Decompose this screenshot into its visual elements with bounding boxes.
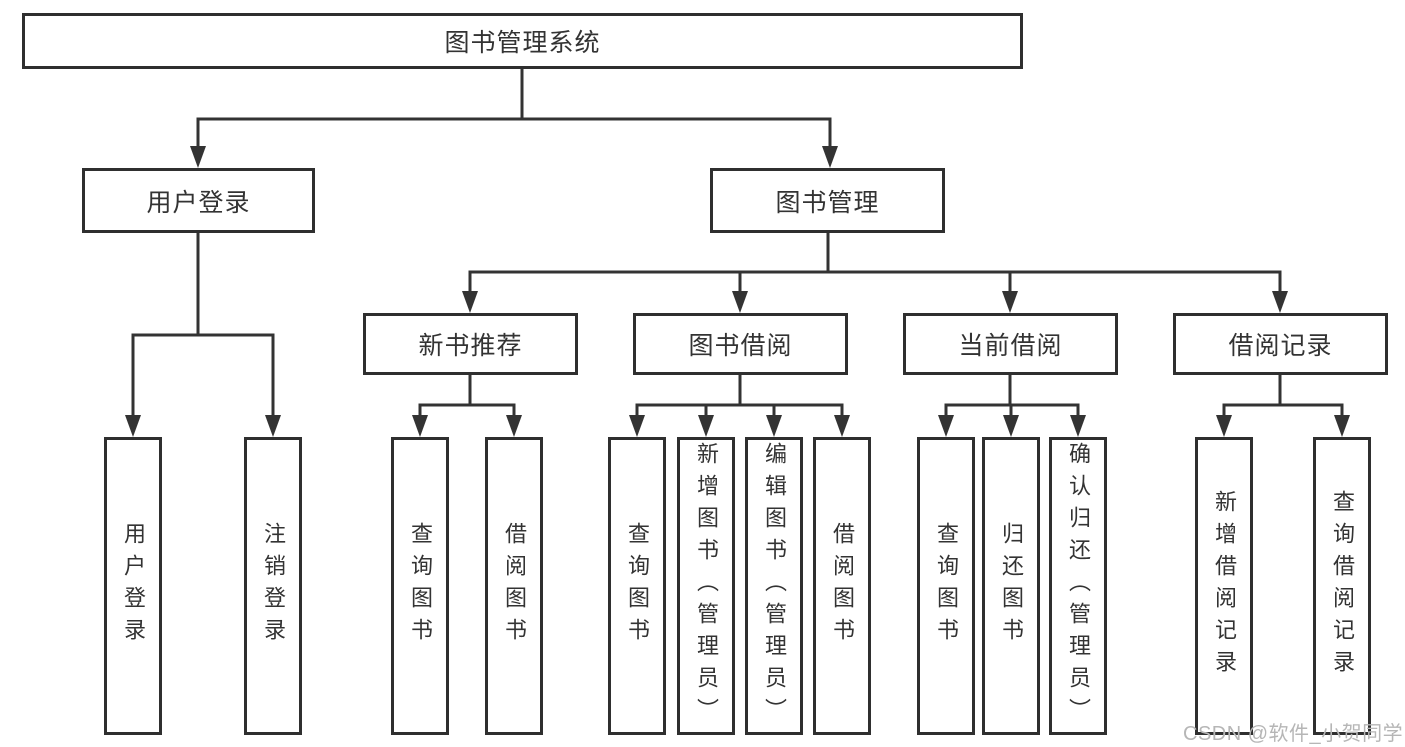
leaf-add-book-admin-label: 新增图书（管理员） [694,442,719,730]
node-user-login: 用户登录 [82,168,315,233]
leaf-edit-book-admin-label: 编辑图书（管理员） [762,442,787,730]
connector-mgmt-to-level3 [462,231,1288,313]
node-current-borrowing: 当前借阅 [903,313,1118,375]
leaf-query-borrow-record-label: 查询借阅记录 [1330,490,1355,682]
leaf-query-books-current: 查询图书 [917,437,975,735]
node-book-borrowing: 图书借阅 [633,313,848,375]
leaf-return-book: 归还图书 [982,437,1040,735]
leaf-query-books-newrec: 查询图书 [391,437,449,735]
leaf-borrow-books-borrow-label: 借阅图书 [830,522,855,650]
node-book-borrowing-label: 图书借阅 [688,332,793,360]
leaf-logout: 注销登录 [244,437,302,735]
leaf-edit-book-admin: 编辑图书（管理员） [745,437,803,735]
connector-login-to-leaves [125,231,281,437]
node-root: 图书管理系统 [22,13,1023,69]
leaf-add-book-admin: 新增图书（管理员） [677,437,735,735]
node-root-label: 图书管理系统 [444,29,601,57]
leaf-user-login-label: 用户登录 [121,522,146,650]
leaf-query-books-borrow-label: 查询图书 [625,522,650,650]
node-user-login-label: 用户登录 [146,188,251,217]
node-borrowing-records: 借阅记录 [1173,313,1388,375]
leaf-confirm-return-admin-label: 确认归还（管理员） [1066,442,1091,730]
leaf-add-borrow-record: 新增借阅记录 [1195,437,1253,735]
node-book-management: 图书管理 [710,168,945,233]
leaf-return-book-label: 归还图书 [999,522,1024,650]
leaf-borrow-books-newrec: 借阅图书 [485,437,543,735]
node-new-book-recommend: 新书推荐 [363,313,578,375]
leaf-confirm-return-admin: 确认归还（管理员） [1049,437,1107,735]
connector-records-to-leaves [1216,373,1350,437]
leaf-borrow-books-newrec-label: 借阅图书 [502,522,527,650]
connector-borrow-to-leaves [629,373,850,437]
node-new-book-recommend-label: 新书推荐 [418,332,523,360]
csdn-watermark: CSDN @软件_小贺同学 [1183,723,1404,745]
node-borrowing-records-label: 借阅记录 [1228,332,1333,360]
connector-newrec-to-leaves [412,373,522,437]
leaf-user-login: 用户登录 [104,437,162,735]
connector-root-to-level2 [190,67,838,168]
node-book-management-label: 图书管理 [775,188,880,217]
leaf-borrow-books-borrow: 借阅图书 [813,437,871,735]
leaf-add-borrow-record-label: 新增借阅记录 [1212,490,1237,682]
leaf-query-books-borrow: 查询图书 [608,437,666,735]
leaf-query-books-newrec-label: 查询图书 [408,522,433,650]
leaf-query-borrow-record: 查询借阅记录 [1313,437,1371,735]
node-current-borrowing-label: 当前借阅 [958,332,1063,360]
leaf-logout-label: 注销登录 [261,522,286,650]
leaf-query-books-current-label: 查询图书 [934,522,959,650]
connector-current-to-leaves [938,373,1086,437]
